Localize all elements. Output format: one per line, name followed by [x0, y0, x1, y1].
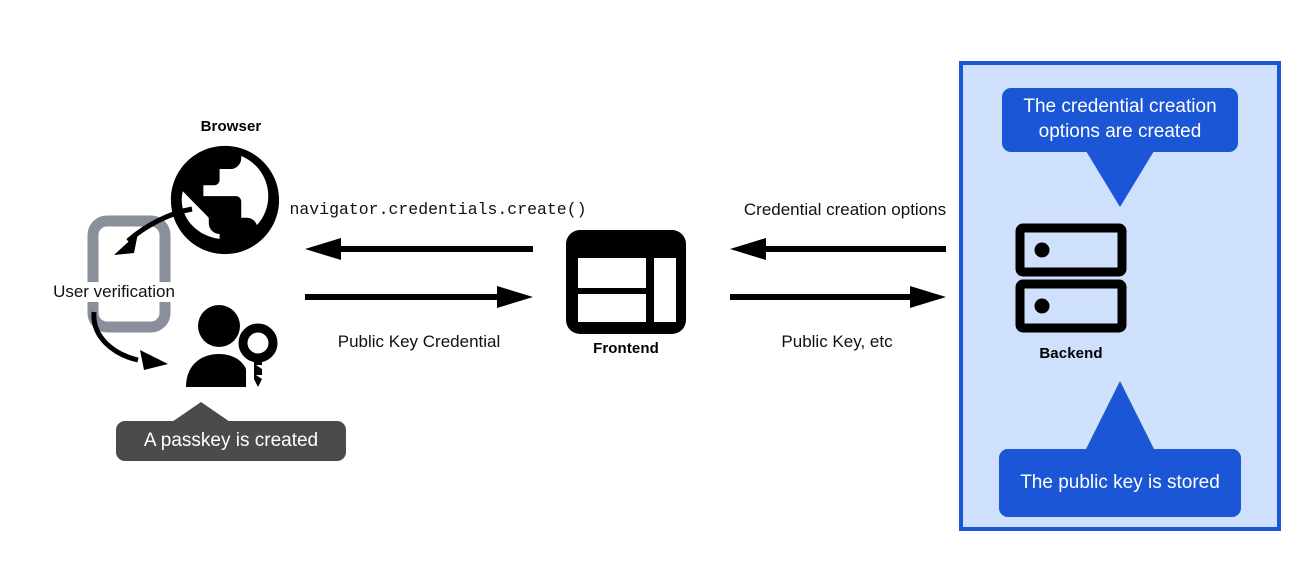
- passkey-tooltip-text: A passkey is created: [143, 430, 319, 451]
- globe-icon: [166, 141, 284, 259]
- backend-label: Backend: [1039, 345, 1103, 362]
- arrow-backend-to-frontend: [730, 238, 946, 260]
- backend-callout-bottom: The public key is stored: [999, 449, 1241, 517]
- arrow-frontend-to-backend: [730, 286, 946, 308]
- arrow-frontend-to-browser: [305, 238, 533, 260]
- backend-callout-top: The credential creation options are crea…: [1002, 88, 1238, 152]
- person-with-key-icon: [184, 303, 280, 393]
- smartphone-icon: [87, 215, 171, 333]
- backend-callout-bottom-tail: [1086, 381, 1154, 449]
- flow-label-credential-creation-options: Credential creation options: [743, 200, 947, 219]
- flow-label-navigator-create: navigator.credentials.create(): [289, 200, 587, 219]
- flow-label-public-key-credential: Public Key Credential: [337, 332, 501, 351]
- flow-label-public-key-etc: Public Key, etc: [781, 332, 893, 351]
- passkey-tooltip-tail: [169, 402, 233, 424]
- frontend-label: Frontend: [593, 340, 659, 357]
- arrow-browser-to-device: [100, 185, 200, 275]
- browser-label: Browser: [200, 118, 262, 135]
- arrow-device-to-user: [76, 308, 202, 388]
- server-stack-icon: [1015, 222, 1127, 333]
- user-verification-label: User verification: [24, 282, 204, 302]
- backend-callout-top-tail: [1086, 151, 1154, 207]
- arrow-browser-to-frontend: [305, 286, 533, 308]
- passkey-tooltip: A passkey is created: [116, 421, 346, 461]
- backend-callout-bottom-text: The public key is stored: [1020, 471, 1220, 493]
- backend-callout-top-text: The credential creation options are crea…: [1023, 96, 1217, 142]
- browser-window-icon: [566, 230, 686, 334]
